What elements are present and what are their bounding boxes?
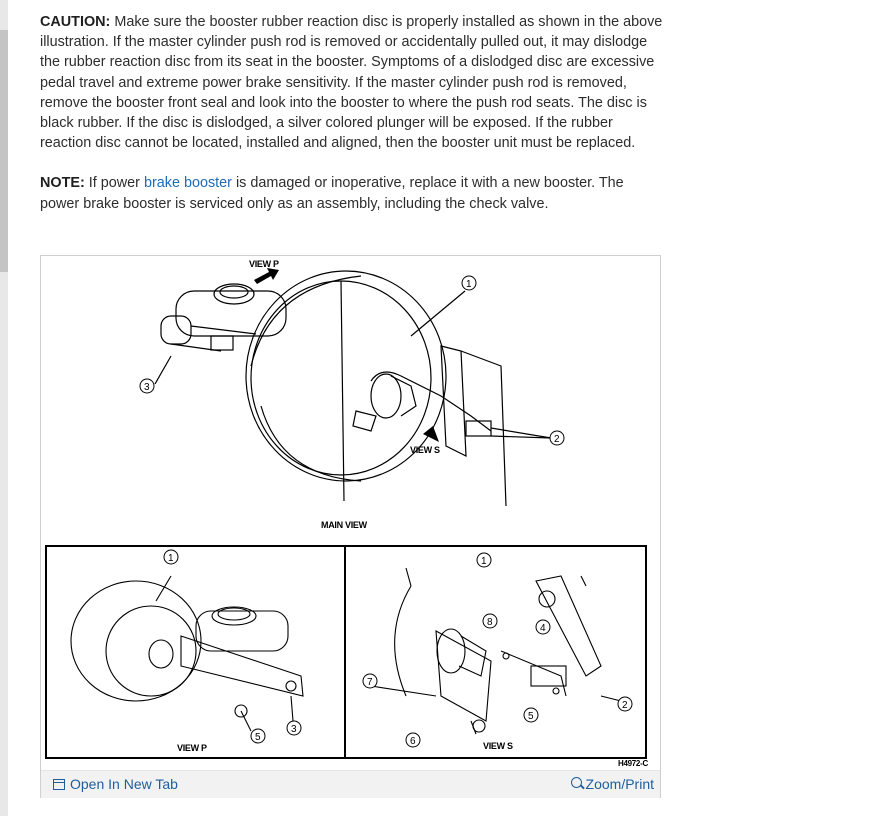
svg-text:6: 6: [410, 736, 416, 747]
caution-paragraph: CAUTION: Make sure the booster rubber re…: [40, 12, 665, 153]
view-s-drawing: [370, 567, 622, 735]
svg-text:1: 1: [168, 553, 174, 564]
main-callout-2: 2: [549, 430, 565, 446]
view-s-top-label: VIEW S: [410, 445, 440, 455]
view-s-label: VIEW S: [483, 741, 513, 751]
article-body: CAUTION: Make sure the booster rubber re…: [40, 12, 665, 214]
caution-text: Make sure the booster rubber reaction di…: [40, 14, 663, 152]
svg-text:8: 8: [487, 617, 493, 628]
brake-booster-link[interactable]: brake booster: [143, 175, 232, 192]
view-p-arrow: [254, 268, 279, 284]
caution-label: CAUTION:: [40, 14, 111, 30]
svg-text:2: 2: [554, 434, 560, 445]
view-s-arrow: [423, 426, 439, 442]
main-master-cylinder: [160, 283, 287, 352]
svg-text:1: 1: [481, 556, 487, 567]
brake-booster-illustration: VIEW P VIEW S MAIN VIEW 1 2 3 VIEW P 1 3…: [40, 255, 661, 798]
main-callout-1-leader: [410, 290, 466, 337]
main-pushrod-assembly: [352, 345, 552, 507]
svg-text:1: 1: [466, 279, 472, 290]
view-p-label: VIEW P: [177, 743, 207, 753]
note-text-after: is damaged or inoperative, replace it wi…: [40, 175, 624, 212]
open-in-new-tab-link[interactable]: Open In New Tab: [53, 776, 178, 792]
svg-text:7: 7: [367, 677, 373, 688]
main-booster-housing: [245, 270, 447, 502]
zoom-icon: [570, 777, 582, 788]
note-paragraph: NOTE: If power brake booster is damaged …: [40, 173, 665, 213]
main-callout-2-leader: [490, 435, 552, 439]
svg-text:5: 5: [528, 711, 534, 722]
view-s-callout-1: 1: [476, 552, 492, 568]
svg-text:3: 3: [144, 382, 150, 393]
main-view-label: MAIN VIEW: [321, 520, 368, 530]
view-p-drawing: [70, 575, 304, 732]
scrollbar-thumb[interactable]: [0, 30, 8, 272]
new-tab-icon: [53, 779, 65, 790]
zoom-print-link[interactable]: Zoom/Print: [570, 776, 654, 792]
svg-text:4: 4: [540, 623, 546, 634]
view-s-callout-8: 8: [482, 613, 498, 629]
zoom-print-label: Zoom/Print: [585, 776, 654, 792]
view-s-callout-2: 2: [617, 696, 633, 712]
svg-text:3: 3: [291, 724, 297, 735]
svg-text:5: 5: [255, 732, 261, 743]
view-p-callout-5: 5: [250, 728, 266, 744]
view-s-callout-5: 5: [523, 707, 539, 723]
view-p-callout-3: 3: [286, 720, 302, 736]
open-in-new-tab-label: Open In New Tab: [70, 776, 178, 792]
view-s-callout-6: 6: [405, 732, 421, 748]
view-p-callout-1: 1: [163, 549, 179, 565]
illustration-drawing: VIEW P VIEW S MAIN VIEW 1 2 3 VIEW P 1 3…: [45, 259, 649, 768]
view-s-callout-4: 4: [535, 619, 551, 635]
main-callout-3: 3: [139, 378, 155, 394]
figure-footer: Open In New Tab Zoom/Print: [41, 770, 660, 798]
svg-text:2: 2: [622, 700, 628, 711]
figure-code: H4972-C: [618, 759, 648, 768]
main-callout-1: 1: [461, 275, 477, 291]
note-text-before: If power: [84, 175, 144, 192]
view-p-top-label: VIEW P: [249, 259, 279, 269]
main-callout-3-leader: [154, 355, 172, 385]
note-label: NOTE:: [40, 175, 85, 192]
view-s-callout-7: 7: [362, 673, 378, 689]
scrollbar[interactable]: [0, 0, 8, 816]
